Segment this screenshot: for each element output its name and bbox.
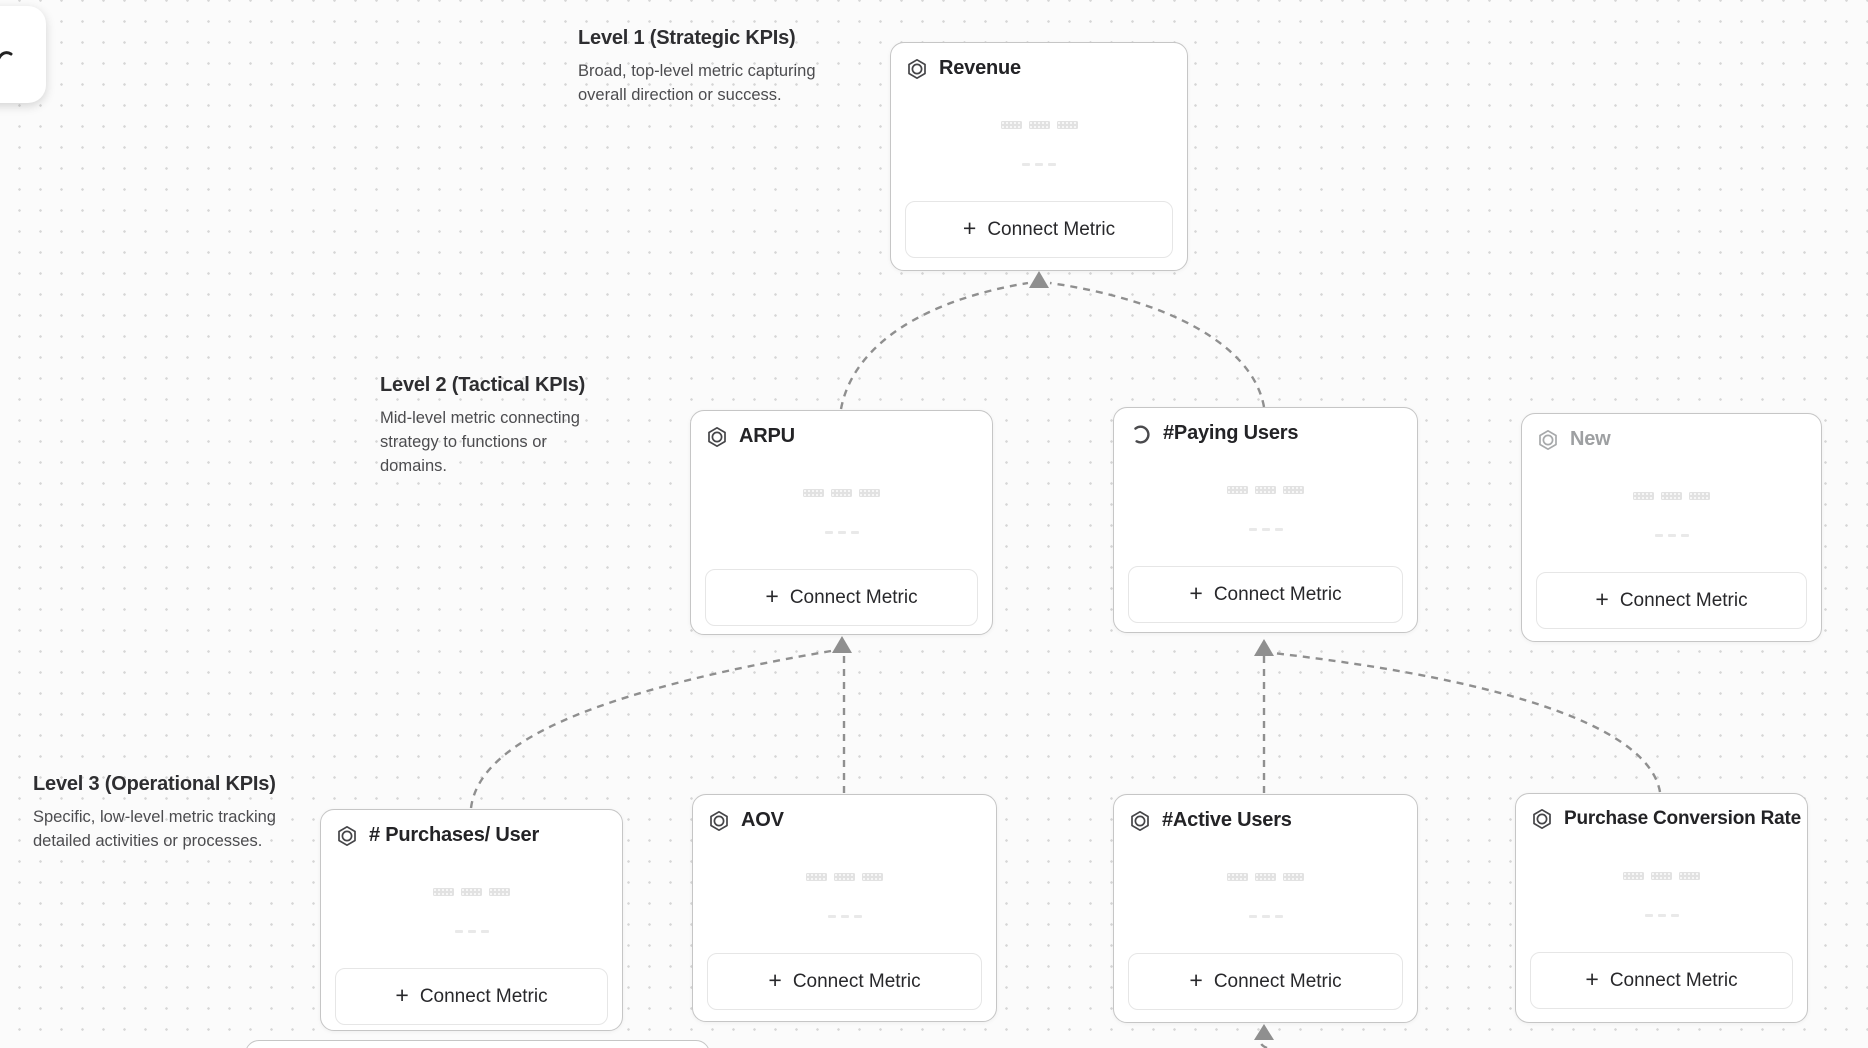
connect-metric-label: Connect Metric — [1213, 970, 1342, 992]
card-title: Revenue — [939, 57, 1021, 79]
skeleton-dashes — [891, 163, 1187, 166]
card-header: ARPU — [706, 425, 980, 448]
plus-icon: + — [395, 982, 409, 1008]
loading-spinner-icon — [1129, 422, 1152, 445]
plus-icon: + — [768, 967, 782, 993]
skeleton-dashes — [693, 915, 996, 918]
kpi-card-purchase-conversion-rate[interactable]: Purchase Conversion Rate + Connect Metri… — [1515, 793, 1808, 1023]
card-title: Purchase Conversion Rate — [1564, 808, 1802, 829]
hexagon-metric-icon — [1537, 429, 1559, 451]
skeleton-dashes — [1114, 528, 1417, 531]
connect-metric-button[interactable]: + Connect Metric — [1128, 566, 1403, 623]
plus-icon: + — [1585, 966, 1599, 992]
skeleton-dashes — [1522, 534, 1821, 537]
skeleton-bars — [891, 121, 1187, 129]
hexagon-metric-icon — [708, 810, 730, 832]
skeleton-dashes — [691, 531, 992, 534]
card-header: AOV — [708, 809, 984, 832]
kpi-card-paying-users[interactable]: #Paying Users + Connect Metric — [1113, 407, 1418, 633]
hexagon-metric-icon — [1129, 810, 1151, 832]
card-header: Revenue — [906, 57, 1175, 80]
connect-metric-label: Connect Metric — [1619, 589, 1748, 611]
skeleton-bars — [321, 888, 622, 896]
kpi-card-partial[interactable] — [245, 1040, 710, 1048]
kpi-card-aov[interactable]: AOV + Connect Metric — [692, 794, 997, 1022]
kpi-card-revenue[interactable]: Revenue + Connect Metric — [890, 42, 1188, 271]
card-header: #Active Users — [1129, 809, 1405, 832]
level-2-title: Level 2 (Tactical KPIs) — [380, 374, 586, 396]
skeleton-dashes — [321, 930, 622, 933]
partial-tool-icon — [0, 46, 14, 69]
level-3-description: Specific, low-level metric tracking deta… — [33, 808, 276, 850]
plus-icon: + — [1595, 586, 1609, 612]
skeleton-bars — [691, 489, 992, 497]
connect-metric-label: Connect Metric — [1213, 583, 1342, 605]
connect-metric-button[interactable]: + Connect Metric — [707, 953, 982, 1010]
connect-metric-label: Connect Metric — [789, 586, 918, 608]
card-title: #Paying Users — [1163, 422, 1299, 444]
kpi-card-purchases-per-user[interactable]: # Purchases/ User + Connect Metric — [320, 809, 623, 1031]
skeleton-dashes — [1114, 915, 1417, 918]
connect-metric-button[interactable]: + Connect Metric — [1536, 572, 1807, 629]
skeleton-bars — [1522, 492, 1821, 500]
kpi-card-arpu[interactable]: ARPU + Connect Metric — [690, 410, 993, 635]
level-2-header: Level 2 (Tactical KPIs) Mid-level metric… — [380, 374, 604, 478]
plus-icon: + — [765, 583, 779, 609]
card-title: AOV — [741, 809, 784, 831]
connect-metric-button[interactable]: + Connect Metric — [335, 968, 608, 1025]
hexagon-metric-icon — [336, 825, 358, 847]
connect-metric-button[interactable]: + Connect Metric — [905, 201, 1173, 258]
card-header: Purchase Conversion Rate — [1531, 808, 1801, 830]
card-header: New — [1537, 428, 1809, 451]
plus-icon: + — [1189, 580, 1203, 606]
level-1-title: Level 1 (Strategic KPIs) — [578, 27, 796, 49]
hexagon-metric-icon — [706, 426, 728, 448]
hexagon-metric-icon — [906, 58, 928, 80]
level-3-title: Level 3 (Operational KPIs) — [33, 773, 276, 795]
skeleton-bars — [1114, 873, 1417, 881]
connect-metric-label: Connect Metric — [792, 970, 921, 992]
connect-metric-label: Connect Metric — [1609, 969, 1738, 991]
floating-toolbar-panel[interactable] — [0, 6, 46, 103]
card-header: #Paying Users — [1129, 422, 1405, 445]
connect-metric-button[interactable]: + Connect Metric — [1530, 952, 1793, 1009]
card-title: #Active Users — [1162, 809, 1292, 831]
skeleton-bars — [1114, 486, 1417, 494]
skeleton-dashes — [1516, 914, 1807, 917]
connect-metric-button[interactable]: + Connect Metric — [705, 569, 978, 626]
plus-icon: + — [962, 215, 977, 241]
card-title: ARPU — [739, 425, 795, 447]
kpi-card-active-users[interactable]: #Active Users + Connect Metric — [1113, 794, 1418, 1023]
plus-icon: + — [1189, 967, 1203, 993]
card-title: New — [1570, 428, 1611, 450]
level-2-description: Mid-level metric connecting strategy to … — [380, 409, 580, 475]
card-header: # Purchases/ User — [336, 824, 610, 847]
connect-metric-button[interactable]: + Connect Metric — [1128, 953, 1403, 1010]
level-3-header: Level 3 (Operational KPIs) Specific, low… — [33, 773, 299, 853]
card-title: # Purchases/ User — [369, 824, 540, 846]
level-1-header: Level 1 (Strategic KPIs) Broad, top-leve… — [578, 27, 840, 107]
connect-metric-label: Connect Metric — [987, 218, 1116, 240]
skeleton-bars — [693, 873, 996, 881]
hexagon-metric-icon — [1531, 808, 1553, 830]
connect-metric-label: Connect Metric — [419, 985, 548, 1007]
level-1-description: Broad, top-level metric capturing overal… — [578, 62, 816, 104]
kpi-card-new[interactable]: New + Connect Metric — [1521, 413, 1822, 642]
skeleton-bars — [1516, 872, 1807, 880]
